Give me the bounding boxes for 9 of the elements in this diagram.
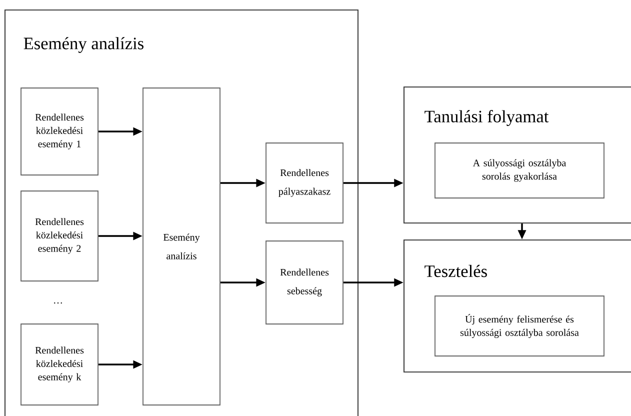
process-box: Rendellenes pályaszakasz	[266, 142, 344, 224]
process-box: Rendellenes közlekedési esemény 1	[20, 88, 98, 176]
process-box: Rendellenes közlekedési esemény 2	[20, 190, 98, 282]
process-box: Rendellenes közlekedési esemény k	[20, 324, 98, 406]
process-box: A súlyossági osztályba sorolás gyakorlása	[434, 142, 604, 198]
process-box: Új esemény felismerése és súlyossági osztályba sorolása	[434, 296, 604, 356]
process-box: Rendellenes sebesség	[266, 240, 344, 324]
process-box: Esemény analízis	[142, 88, 220, 406]
ellipsis: …	[54, 302, 62, 304]
